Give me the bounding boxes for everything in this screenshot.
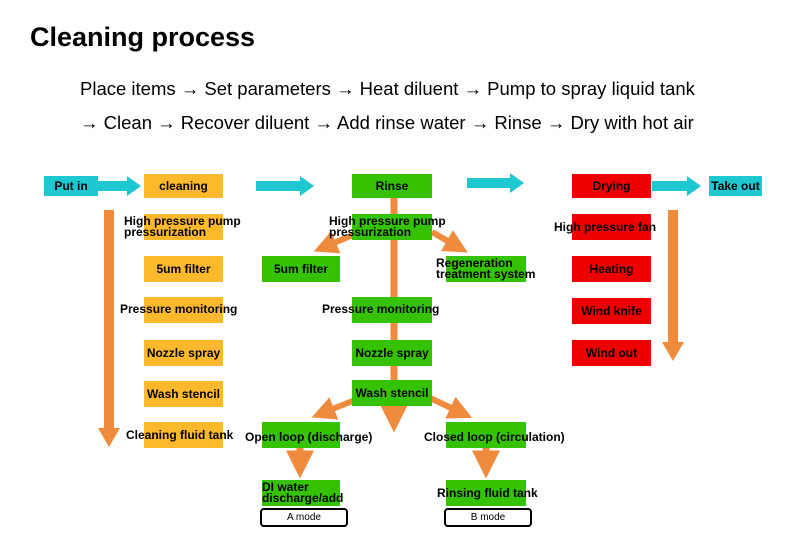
arrow-pump-to-regeneration — [430, 229, 468, 253]
rinse-step-rinsing-tank: Rinsing fluid tank — [437, 486, 538, 500]
arrow-drying-to-takeout — [652, 176, 701, 196]
process-summary-line-1: Place items → Set parameters → Heat dilu… — [80, 78, 695, 99]
cleaning-step-box — [144, 422, 223, 448]
rinse-step-box — [352, 297, 432, 323]
arrow-drying-down — [662, 210, 684, 361]
cleaning-step-box — [144, 214, 223, 240]
rinse-step-pressure: Pressure monitoring — [322, 302, 440, 316]
cleaning-box: cleaning — [144, 174, 223, 198]
rinse-step-filter: 5um filter — [262, 256, 340, 282]
drying-box: Drying — [572, 174, 651, 198]
mode-a-label: A mode — [260, 508, 348, 527]
rinse-step-box — [262, 422, 340, 448]
rinse-step-di-water: DI water discharge/add — [262, 480, 344, 505]
page-title: Cleaning process — [30, 22, 256, 52]
arrow-wash-to-closed-loop — [428, 395, 473, 419]
cleaning-step-wash: Wash stencil — [144, 381, 223, 407]
drying-step-box — [572, 214, 651, 240]
rinse-step-closed-loop: Closed loop (circulation) — [424, 430, 565, 444]
rinse-step-box — [446, 480, 526, 506]
rinse-step-nozzle: Nozzle spray — [352, 340, 432, 366]
rinse-step-box — [446, 422, 526, 448]
arrow-putin-to-cleaning — [98, 176, 141, 196]
cleaning-step-filter: 5um filter — [144, 256, 223, 282]
drying-step-fan: High pressure fan — [554, 220, 657, 234]
cleaning-step-box — [144, 297, 223, 323]
cleaning-step-pump: High pressure pump pressurization — [124, 214, 241, 239]
drying-step-heating: Heating — [572, 256, 651, 282]
mode-b-label: B mode — [444, 508, 532, 527]
arrow-cleaning-to-rinse — [256, 176, 314, 196]
rinse-step-wash: Wash stencil — [352, 380, 432, 406]
rinse-box: Rinse — [352, 174, 432, 198]
rinse-step-open-loop: Open loop (discharge) — [245, 430, 373, 444]
drying-step-wind-knife: Wind knife — [572, 298, 651, 324]
rinse-step-box — [446, 256, 526, 282]
rinse-step-pump: High pressure pump pressurization — [329, 214, 446, 239]
put-in-box: Put in — [44, 176, 98, 196]
cleaning-step-nozzle: Nozzle spray — [144, 340, 223, 366]
take-out-box: Take out — [709, 176, 762, 196]
rinse-step-box — [352, 214, 432, 240]
process-summary-line-2: → Clean → Recover diluent → Add rinse wa… — [80, 112, 694, 133]
arrow-cleaning-down — [98, 210, 120, 447]
rinse-step-regeneration: Regeneration treatment system — [436, 256, 536, 281]
cleaning-step-pressure: Pressure monitoring — [120, 302, 238, 316]
drying-step-wind-out: Wind out — [572, 340, 651, 366]
cleaning-step-tank: Cleaning fluid tank — [126, 428, 234, 442]
rinse-step-box — [262, 480, 340, 506]
arrow-rinse-to-drying — [467, 173, 524, 193]
